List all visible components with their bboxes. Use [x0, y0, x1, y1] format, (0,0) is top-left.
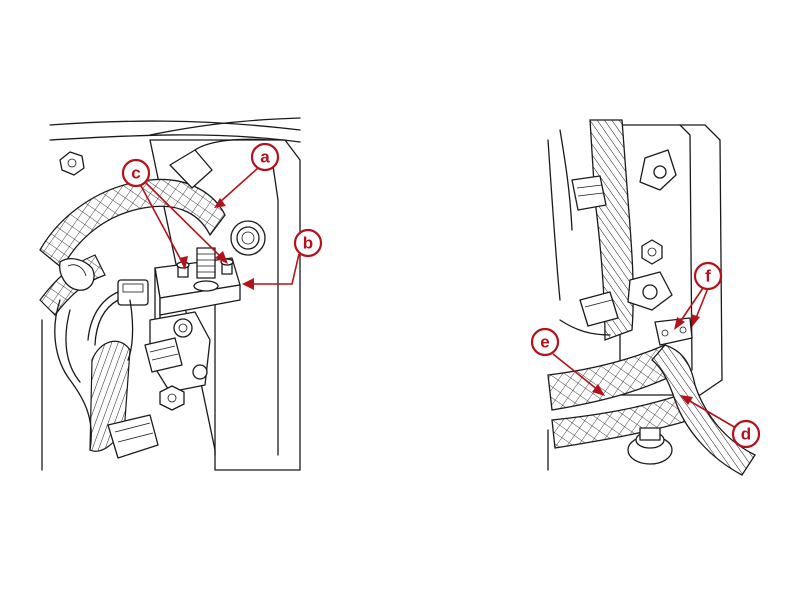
electrical-connector	[87, 279, 149, 346]
top-sensor	[639, 149, 677, 191]
braided-hose	[39, 178, 226, 269]
callout-f-label: f	[705, 267, 711, 286]
callout-f: f	[674, 261, 723, 330]
threaded-sensor	[193, 247, 219, 292]
middle-sensor	[627, 271, 673, 311]
callout-e: e	[530, 327, 605, 396]
vertical-corrugated-hose	[589, 119, 634, 341]
callout-d: d	[680, 395, 761, 449]
bottom-fitting	[627, 427, 673, 465]
lower-connector-cluster	[559, 291, 619, 336]
bolt-head	[59, 151, 85, 176]
callout-c-label: c	[131, 164, 140, 183]
callout-a-label: a	[260, 148, 270, 167]
pipe-elbow	[169, 149, 213, 189]
callout-d-label: d	[741, 425, 751, 444]
corrugated-hose-d	[651, 344, 756, 476]
upper-pipe	[49, 120, 301, 131]
callout-c: c	[121, 158, 228, 270]
hex-nut	[159, 385, 185, 411]
callout-b-label: b	[303, 234, 313, 253]
callout-e-label: e	[540, 333, 549, 352]
callout-a: a	[214, 142, 280, 208]
right-engine-illustration	[547, 119, 756, 476]
lower-bracket	[144, 311, 211, 393]
hose-clamp	[59, 258, 95, 291]
right-connector	[571, 175, 607, 211]
hex-bolt-right	[641, 239, 663, 265]
callout-b: b	[242, 228, 323, 290]
bottom-connector	[107, 414, 159, 459]
left-engine-illustration	[39, 117, 301, 471]
round-boss	[230, 220, 266, 256]
